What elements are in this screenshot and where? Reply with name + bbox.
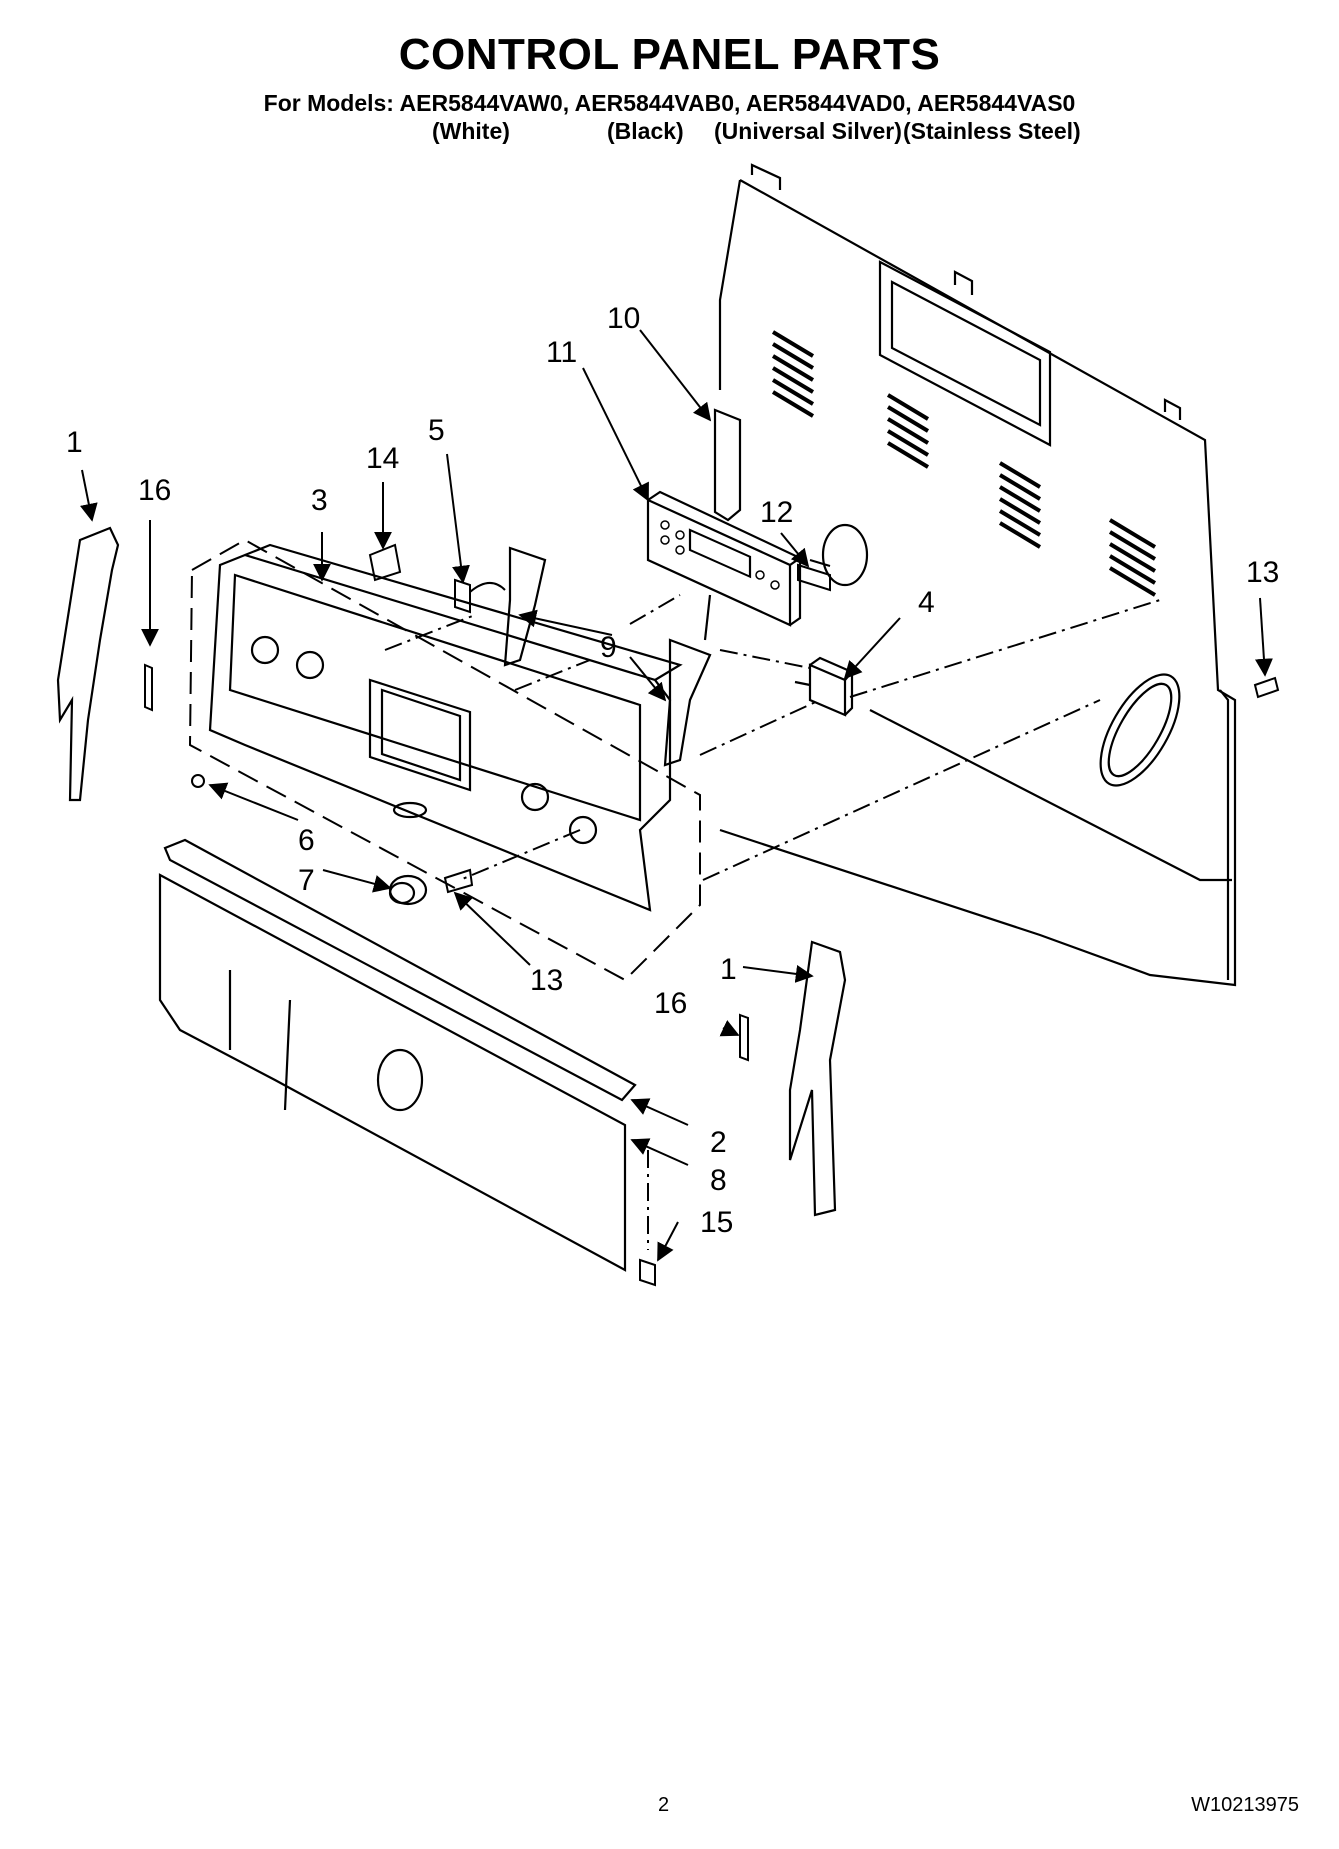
- callout-10: 10: [607, 302, 640, 335]
- rear-panel-8: [158, 873, 627, 1272]
- console-panel: [208, 543, 683, 912]
- console-outline-dashed: [188, 538, 701, 982]
- callout-13-right: 13: [1246, 556, 1279, 589]
- page-number: 2: [658, 1794, 670, 1816]
- document-number: W10213975: [1191, 1794, 1299, 1816]
- screw-15: [639, 1258, 656, 1287]
- callout-15: 15: [700, 1206, 733, 1239]
- models-line: For Models: AER5844VAW0, AER5844VAB0, AE…: [263, 90, 1076, 116]
- back-panel: [713, 163, 1237, 987]
- variant-white: (White): [432, 118, 510, 144]
- clip-16-right: [739, 1013, 749, 1062]
- callout-14: 14: [366, 442, 399, 475]
- side-trim-1-right: [788, 940, 847, 1217]
- assembly-lines: [384, 594, 1161, 1250]
- callout-16-left: 16: [138, 474, 171, 507]
- callout-7: 7: [298, 864, 315, 897]
- variant-black: (Black): [607, 118, 684, 144]
- leader-lines: [79, 329, 1273, 1262]
- clip-16-left: [144, 663, 153, 712]
- clip-14: [368, 543, 402, 582]
- trim-panel-2: [163, 838, 637, 1102]
- callout-9: 9: [600, 631, 617, 664]
- callout-2: 2: [710, 1126, 727, 1159]
- callout-3: 3: [311, 484, 328, 517]
- bumper-6: [191, 774, 205, 788]
- callout-12: 12: [760, 496, 793, 529]
- callout-1-right: 1: [720, 953, 737, 986]
- bracket-9-lower: [663, 638, 712, 767]
- screw-12: [797, 559, 831, 592]
- callout-4: 4: [918, 586, 935, 619]
- callout-13-front: 13: [530, 964, 563, 997]
- screw-13-right: [1253, 676, 1280, 699]
- knob-7: [388, 874, 428, 906]
- bracket-9-upper: [503, 546, 547, 667]
- callout-1-left: 1: [66, 426, 83, 459]
- side-trim-1-left: [56, 526, 120, 802]
- callout-8: 8: [710, 1164, 727, 1197]
- control-board: [646, 490, 803, 641]
- callout-11: 11: [546, 336, 577, 369]
- screw-13-front: [443, 868, 474, 894]
- variant-universal-silver: (Universal Silver): [714, 118, 902, 144]
- callout-6: 6: [298, 824, 315, 857]
- callout-16-right: 16: [654, 987, 687, 1020]
- callout-5: 5: [428, 414, 445, 447]
- variant-stainless-steel: (Stainless Steel): [903, 118, 1081, 144]
- page-title: CONTROL PANEL PARTS: [398, 30, 941, 79]
